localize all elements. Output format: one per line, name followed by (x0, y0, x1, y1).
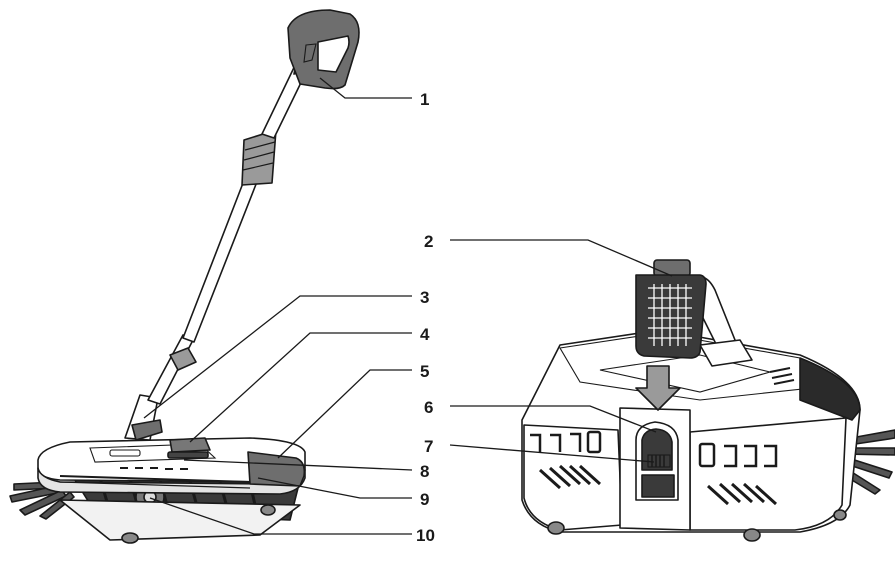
power-switch (169, 437, 211, 453)
leader-9 (257, 477, 412, 499)
leader-3 (143, 295, 412, 419)
callout-8: 8 (420, 462, 429, 481)
base-plate (59, 499, 301, 541)
leader-4 (189, 332, 412, 443)
telescope-lock (241, 129, 277, 186)
leader-lines (143, 77, 673, 535)
leader-1 (319, 77, 412, 99)
callout-4: 4 (420, 325, 430, 344)
callout-10: 10 (416, 526, 435, 545)
leader-10 (149, 497, 412, 535)
leader-7 (449, 444, 655, 463)
front-wheel-left (121, 532, 139, 544)
callout-7: 7 (424, 437, 433, 456)
dust-container (247, 451, 306, 487)
leader-5 (277, 369, 412, 459)
callout-5: 5 (420, 362, 429, 381)
callout-3: 3 (420, 288, 429, 307)
callout-numbers: 1 2 3 4 5 6 7 8 9 10 (416, 90, 435, 545)
callout-2: 2 (424, 232, 433, 251)
leader-8 (183, 459, 413, 471)
insert-arrow (635, 365, 681, 411)
handle-tube-lower (147, 334, 194, 405)
leader-6 (450, 405, 657, 433)
filter (635, 259, 707, 359)
handle-tube-mid (182, 164, 263, 343)
rear-wheel (260, 504, 276, 516)
sweeper-filter-view (521, 259, 895, 542)
front-panel-right (689, 417, 847, 531)
leader-2 (450, 239, 673, 277)
callout-6: 6 (424, 398, 433, 417)
callout-9: 9 (420, 490, 429, 509)
callout-1: 1 (420, 90, 429, 109)
sweeper-assembled (9, 9, 360, 544)
release-button (167, 451, 209, 459)
